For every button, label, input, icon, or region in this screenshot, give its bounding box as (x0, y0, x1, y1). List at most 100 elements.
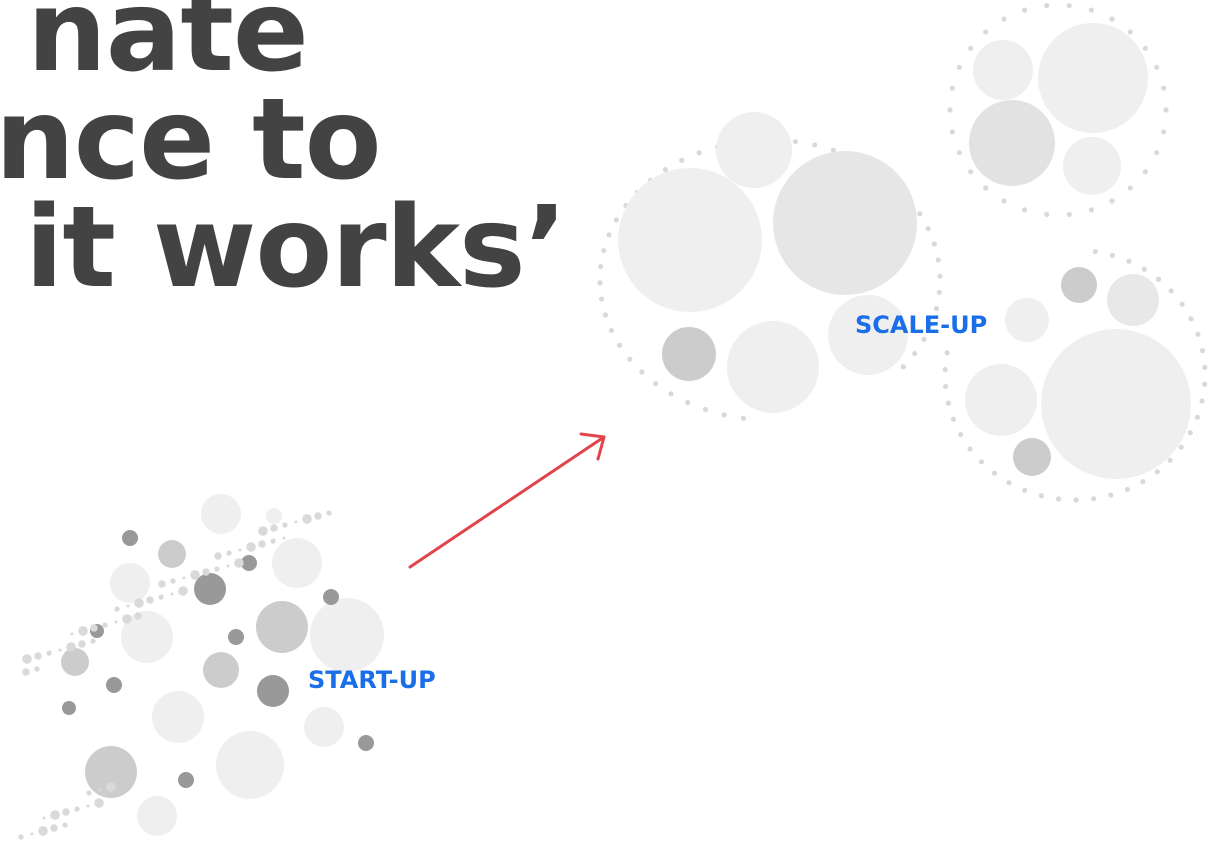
startup-dot (170, 578, 176, 584)
ring-dot (1202, 364, 1208, 370)
ring-dot (1073, 497, 1079, 503)
startup-dot (58, 648, 62, 652)
ring-dot (1154, 469, 1160, 475)
ring-dot (1187, 430, 1193, 436)
ring-dot (1202, 381, 1208, 387)
scaleup-circle (973, 40, 1033, 100)
ring-dot (950, 416, 957, 422)
startup-dot (62, 822, 68, 828)
ring-dot (1088, 207, 1094, 213)
ring-dot (1154, 64, 1160, 70)
ring-dot (1140, 478, 1146, 485)
ring-dot (1022, 487, 1028, 493)
startup-circle (203, 652, 239, 688)
headline: nate nce to it works’ (0, 0, 567, 304)
startup-circle (61, 648, 89, 676)
startup-dot (294, 520, 298, 524)
startup-circle (241, 555, 257, 571)
startup-dot (66, 642, 76, 652)
ring-dot (1127, 29, 1133, 35)
scaleup-cluster (597, 2, 1208, 503)
startup-circle (152, 691, 204, 743)
ring-dot (1066, 2, 1072, 9)
startup-dot (214, 566, 220, 572)
ring-dot (721, 412, 727, 418)
scale-up-label: SCALE-UP (855, 311, 988, 339)
ring-dot (1108, 492, 1114, 498)
startup-dot (178, 586, 188, 596)
startup-dot (214, 552, 222, 560)
ring-dot (1109, 198, 1115, 204)
ring-dot (597, 280, 603, 286)
ring-dot (956, 64, 962, 70)
ring-dot (1141, 266, 1147, 272)
startup-dot (30, 832, 34, 836)
ring-dot (598, 264, 604, 270)
scaleup-circle (965, 364, 1037, 436)
startup-dot (114, 620, 118, 624)
ring-dot (942, 383, 949, 390)
ring-dot (685, 399, 691, 406)
startup-dot (158, 580, 166, 588)
startup-dot (50, 824, 58, 832)
ring-dot (968, 169, 974, 175)
ring-dot (792, 138, 799, 145)
ring-dot (983, 29, 989, 35)
startup-circle (272, 538, 322, 588)
headline-line-2: nce to (0, 75, 382, 205)
startup-dot (22, 654, 32, 664)
ring-dot (1022, 207, 1028, 213)
startup-dot (94, 798, 104, 808)
arrow-shaft (408, 435, 606, 569)
startup-dot (74, 806, 80, 812)
startup-dot (182, 576, 186, 580)
ring-dot (1091, 496, 1097, 502)
ring-dot (613, 217, 620, 223)
ring-dot (1001, 198, 1007, 204)
startup-circle (323, 589, 339, 605)
ring-dot (949, 85, 955, 91)
startup-dot (270, 524, 278, 532)
ring-dot (921, 336, 927, 342)
ring-dot (601, 247, 607, 254)
ring-dot (1163, 107, 1169, 113)
ring-dot (616, 342, 623, 348)
ring-dot (668, 391, 674, 397)
startup-dot (326, 510, 332, 516)
ring-dot (1006, 480, 1012, 486)
ring-dot (933, 305, 940, 312)
ring-dot (702, 406, 709, 413)
startup-circle (266, 508, 282, 524)
ring-dot (917, 211, 923, 217)
startup-circle (110, 563, 150, 603)
ring-dot (944, 350, 950, 356)
startup-dot (78, 626, 88, 636)
scaleup-circle (618, 168, 762, 312)
ring-dot (937, 273, 943, 279)
startup-circle (194, 573, 226, 605)
startup-dot (90, 624, 98, 632)
startup-dot (78, 640, 86, 648)
ring-dot (1066, 211, 1072, 218)
ring-dot (740, 415, 747, 421)
startup-dot (202, 568, 210, 576)
scaleup-circle (716, 112, 792, 188)
ring-dot (606, 232, 612, 238)
startup-dot (246, 542, 256, 552)
startup-dot (190, 570, 200, 580)
ring-dot (1038, 493, 1044, 499)
startup-circle (304, 707, 344, 747)
startup-dot (50, 810, 60, 820)
startup-dot (314, 512, 322, 520)
scaleup-circle (1063, 137, 1121, 195)
startup-dot (90, 638, 96, 644)
ring-dot (1055, 496, 1062, 502)
startup-circle (62, 701, 76, 715)
ring-dot (968, 45, 974, 51)
ring-dot (1142, 45, 1148, 51)
startup-dot (86, 790, 92, 796)
scaleup-circle (1107, 274, 1159, 326)
ring-dot (956, 150, 962, 156)
ring-dot (945, 400, 951, 406)
startup-dot (114, 606, 120, 612)
